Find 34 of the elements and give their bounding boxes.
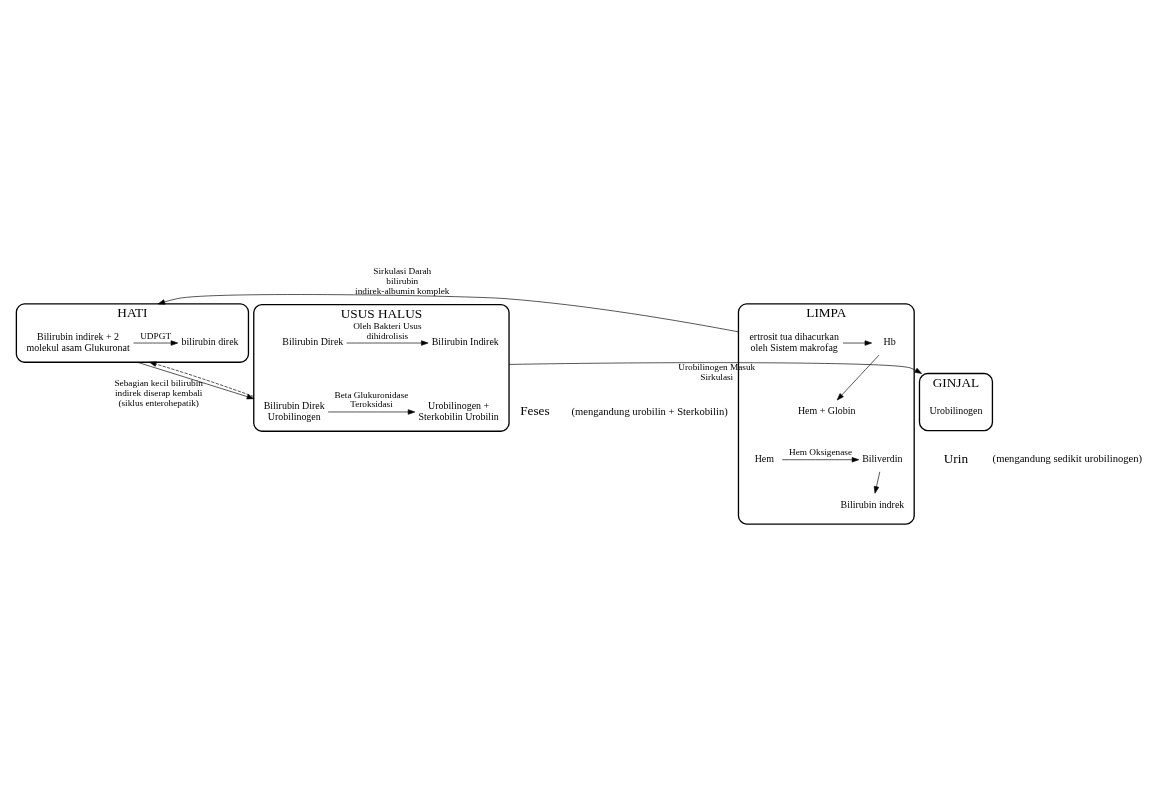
edge-label: Sirkulasi Darah bilirubin indirek-albumin komplek	[355, 266, 450, 296]
node-text: Bilirubin indirek + 2 molekul asam Glukuronat	[26, 330, 130, 353]
arrow	[346, 340, 429, 346]
label: (mengandung sedikit urobilinogen)	[992, 453, 1143, 465]
edge-label: Hem Oksigenase	[789, 447, 853, 458]
arrow	[133, 340, 179, 346]
arrow	[781, 457, 860, 463]
node-text: Hem + Globin	[797, 405, 856, 417]
arrow	[149, 361, 255, 397]
label: (mengandung urobilin + Sterkobilin)	[571, 405, 728, 417]
label: Urin	[943, 451, 969, 467]
edge-label: Sebagian kecil bilirubin indirek diserap kembali (siklus enterohepatik)	[114, 377, 203, 408]
arrow	[327, 409, 416, 415]
arrow	[873, 471, 881, 494]
arrow	[842, 340, 872, 346]
arrow	[836, 354, 880, 401]
node-text: Biliverdin	[862, 453, 903, 465]
node-text: Urobilinogen + Sterkobilin Urobilin	[418, 399, 499, 422]
node-text: Bilirubin indrek	[840, 498, 905, 510]
node-text: ertrosit tua dihacurkan oleh Sistem makrofag	[749, 330, 839, 353]
edge-label: Oleh Bakteri Usus dihidrolisis	[353, 320, 422, 341]
edge-label: UDPGT	[140, 330, 172, 341]
arrow	[157, 294, 739, 333]
node-text: Bilirubin Direk	[282, 336, 344, 348]
node-text: Urobilinogen	[929, 405, 983, 417]
node-text: bilirubin direk	[181, 336, 239, 348]
node-text: Bilirubin Indirek	[431, 336, 499, 348]
arrow	[137, 361, 255, 400]
arrow	[508, 362, 922, 374]
label: Feses	[520, 403, 550, 419]
node-text: Bilirubin Direk Urobilinogen	[263, 399, 325, 422]
node-text: Hb	[883, 336, 896, 348]
node-text: Hem	[754, 453, 774, 465]
edge-label: Beta Glukuronidase Teroksidasi	[334, 389, 409, 410]
